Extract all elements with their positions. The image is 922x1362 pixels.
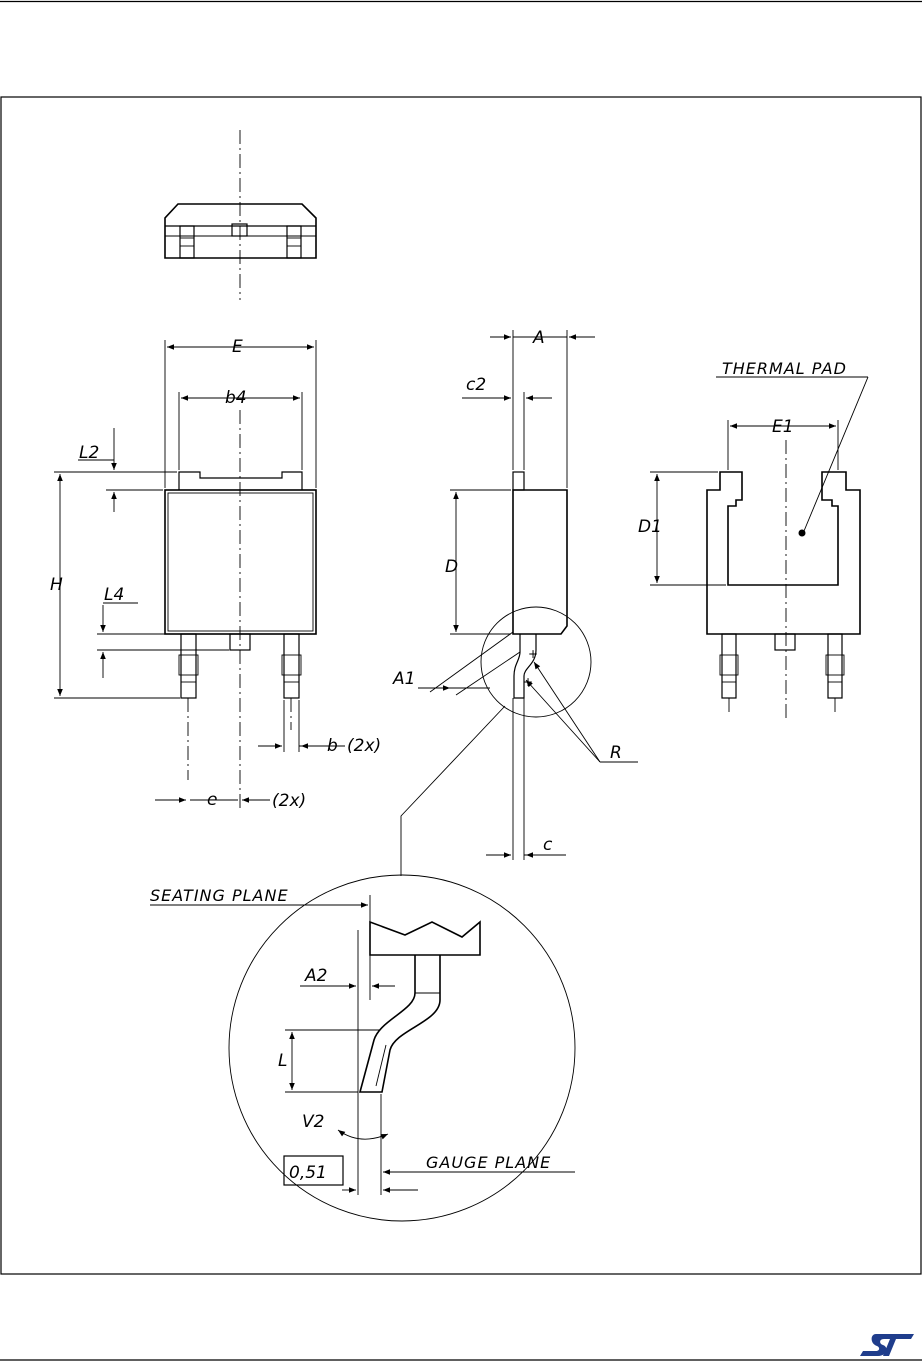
dim-A <box>490 330 595 488</box>
label-V2: V2 <box>302 1112 324 1132</box>
label-R: R <box>610 743 622 763</box>
drawing-frame <box>1 97 921 1274</box>
label-c2: c2 <box>466 375 486 395</box>
label-c: c <box>543 835 553 855</box>
label-L4: L4 <box>104 585 124 605</box>
label-A: A <box>532 328 545 348</box>
label-b: b <box>327 736 338 756</box>
label-seating-plane: SEATING PLANE <box>150 886 289 905</box>
front-view <box>165 410 316 810</box>
end-view <box>165 130 316 300</box>
label-E: E <box>232 337 243 357</box>
label-thermal-pad: THERMAL PAD <box>722 359 847 378</box>
dim-c2 <box>462 392 552 470</box>
thermal-pad-leader <box>716 377 868 531</box>
dim-A1 <box>418 632 520 695</box>
label-b-count: (2x) <box>347 736 381 756</box>
label-gauge-value: 0,51 <box>289 1163 327 1183</box>
dim-V2 <box>338 1130 388 1139</box>
label-A1: A1 <box>392 669 415 689</box>
label-D1: D1 <box>638 517 662 537</box>
dim-D <box>450 490 511 634</box>
label-H: H <box>50 575 63 595</box>
label-e: e <box>207 790 217 810</box>
label-gauge-plane: GAUGE PLANE <box>426 1153 551 1172</box>
st-logo-icon <box>860 1334 914 1356</box>
label-L: L <box>278 1051 287 1071</box>
detail-leader <box>401 706 505 876</box>
label-e-count: (2x) <box>272 791 306 811</box>
dim-L4 <box>97 603 229 678</box>
label-L2: L2 <box>79 443 99 463</box>
label-D: D <box>445 557 458 577</box>
detail-circle <box>481 607 591 717</box>
label-E1: E1 <box>772 417 794 437</box>
label-b4: b4 <box>225 388 247 408</box>
dim-L2 <box>78 428 177 512</box>
side-view: + + <box>481 472 591 860</box>
bottom-view <box>707 440 860 720</box>
svg-text:+: + <box>528 647 538 661</box>
dim-E <box>165 340 316 488</box>
dim-L <box>285 1030 380 1092</box>
label-A2: A2 <box>304 966 327 986</box>
